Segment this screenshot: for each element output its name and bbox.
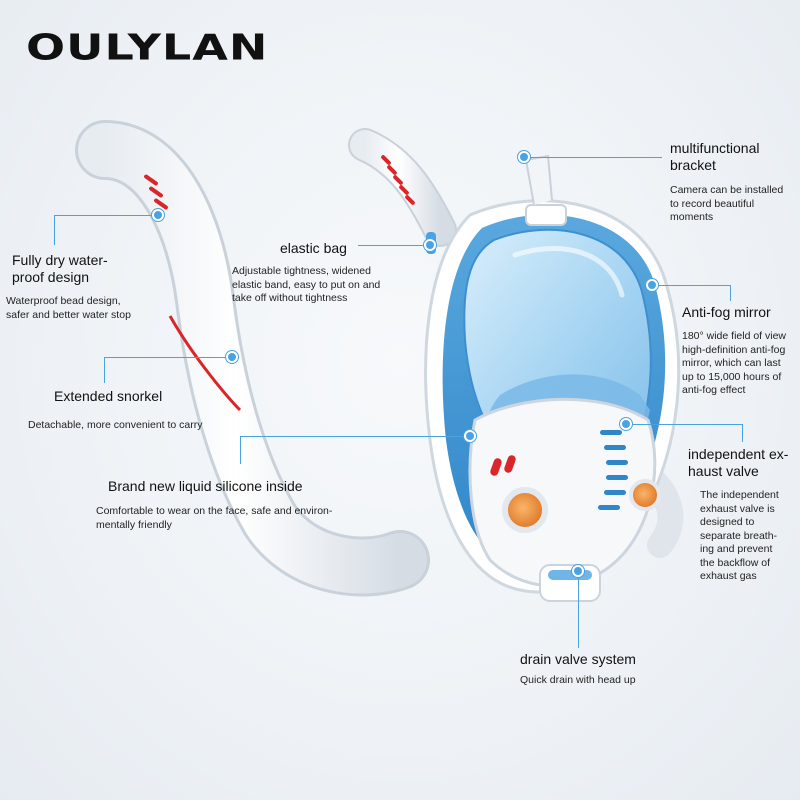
silicone-connector [240,436,470,437]
silicone-connector-v [240,436,241,464]
silicone-desc-1: Comfortable to wear on the face, safe an… [96,505,333,517]
silicone-marker [464,430,476,442]
mask-body [424,154,681,602]
exhaust-title-1: independent ex- [688,446,789,462]
exhaust-desc-4: separate breath- [700,529,778,542]
antifog-connector [652,285,730,286]
elastic-desc-3: take off without tightness [232,292,348,304]
dry-connector-v [54,215,55,245]
bracket-connector [526,157,662,158]
dry-title-1: Fully dry water- [12,252,108,268]
elastic-title: elastic bag [280,240,347,256]
antifog-connector-v [730,285,731,301]
antifog-callout: Anti-fog mirror 180° wide field of view … [682,304,786,398]
elastic-desc-1: Adjustable tightness, widened [232,265,371,277]
exhaust-desc-6: the backflow of [700,556,771,569]
dry-callout: Fully dry water- proof design Waterproof… [6,252,131,322]
elastic-callout: elastic bag Adjustable tightness, widene… [232,240,380,306]
antifog-title: Anti-fog mirror [682,304,771,320]
bracket-callout: multifunctional bracket Camera can be in… [670,140,790,225]
exhaust-connector [628,424,742,425]
elastic-connector [358,245,426,246]
exhaust-desc-2: exhaust valve is [700,502,775,515]
exhaust-marker [620,418,632,430]
antifog-desc-5: anti-fog effect [682,384,746,396]
exhaust-desc-3: designed to [700,516,755,528]
elastic-desc-2: elastic band, easy to put on and [232,278,381,291]
dry-desc-2: safer and better water stop [6,308,131,321]
snorkel-connector [104,357,232,358]
dry-connector [54,215,158,216]
exhaust-connector-v [742,424,743,442]
antifog-desc-3: mirror, which can last [682,357,781,369]
drain-callout: drain valve system Quick drain with head… [520,651,636,688]
snorkel-connector-v [104,357,105,383]
elastic-marker [424,239,436,251]
exhaust-callout: independent ex- haust valve The independ… [688,446,788,584]
silicone-title: Brand new liquid silicone inside [108,478,303,494]
bracket-desc: Camera can be installed to record beauti… [670,184,784,223]
brand-logo: OULYLAN [26,26,269,69]
silicone-desc-2: mentally friendly [96,518,172,531]
snorkel-marker [226,351,238,363]
drain-title: drain valve system [520,651,636,667]
drain-connector-v [578,572,579,648]
exhaust-desc-5: ing and prevent [700,543,773,555]
antifog-desc-4: up to 15,000 hours of [682,370,782,383]
antifog-desc-2: high-definition anti-fog [682,343,786,356]
exhaust-desc-7: exhaust gas [700,570,757,582]
antifog-marker [646,279,658,291]
dry-title-2: proof design [12,269,90,285]
antifog-desc-1: 180° wide field of view [682,330,787,342]
dry-marker [152,209,164,221]
drain-marker [572,565,584,577]
bracket-title: multifunctional bracket [670,140,760,173]
snorkel-desc: Detachable, more convenient to carry [28,419,203,431]
snorkel-title: Extended snorkel [54,388,163,404]
snorkel-callout: Extended snorkel Detachable, more conven… [28,388,203,433]
dry-desc-1: Waterproof bead design, [6,295,121,307]
bracket-marker [518,151,530,163]
silicone-callout: Brand new liquid silicone inside Comfort… [96,478,332,532]
drain-desc: Quick drain with head up [520,674,636,686]
exhaust-title-2: haust valve [688,463,759,479]
exhaust-desc-1: The independent [700,489,779,501]
